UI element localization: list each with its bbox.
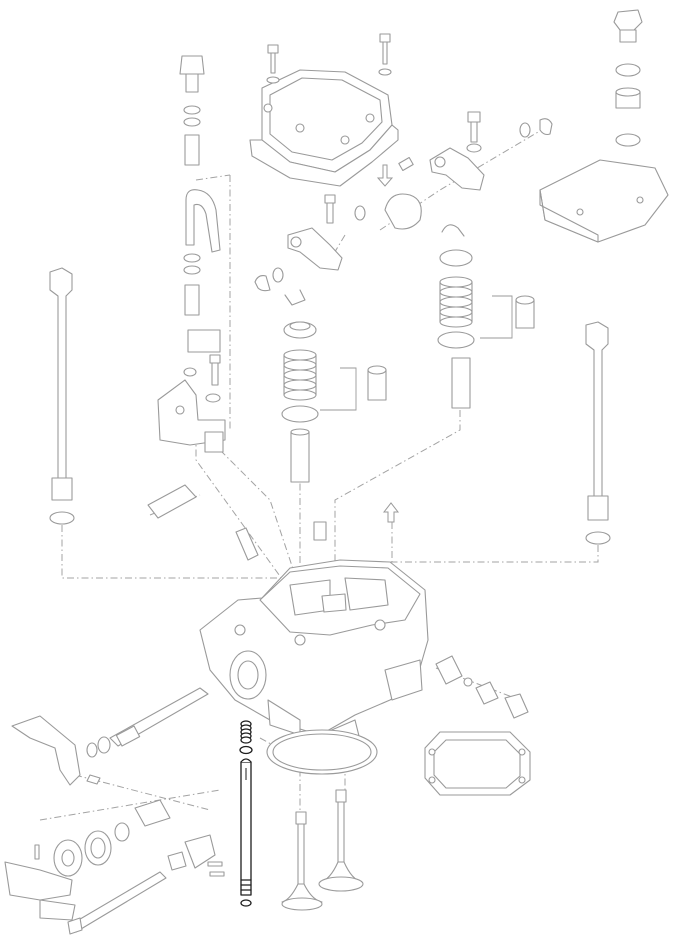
rocker-arm-right <box>354 111 553 230</box>
o-ring-gasket <box>266 729 378 775</box>
dowel-pins <box>235 521 327 561</box>
valve-cover-right <box>539 159 669 243</box>
valve-cover-left <box>249 69 399 187</box>
oil-pipe-bend <box>183 189 221 353</box>
valve-exhaust <box>318 789 364 892</box>
exhaust-port-gasket <box>424 731 531 796</box>
arrow-down-indicator <box>376 164 394 187</box>
cylinder-head <box>199 559 429 751</box>
valve-cover-bolt-right <box>378 33 392 76</box>
relief-plug-assembly <box>435 655 529 719</box>
valve-intake <box>281 811 323 911</box>
banjo-bolt-top <box>179 55 205 166</box>
highlighted-pushrod-assembly <box>239 720 253 907</box>
rocker-arm-center <box>254 194 343 306</box>
gear-assembly-lower <box>34 799 171 877</box>
small-bolt-stack <box>183 354 221 403</box>
actuator-lower <box>167 834 225 877</box>
tappet-insert <box>147 484 197 519</box>
valve-cover-bolt-left <box>266 44 280 84</box>
shift-fork-lower <box>4 861 76 921</box>
rocker-bracket <box>157 379 226 453</box>
valve-spring-center <box>281 321 387 483</box>
long-stud-right <box>585 321 611 545</box>
lever-arm-lower <box>11 715 101 786</box>
arrow-up-indicator <box>382 502 400 523</box>
pushrod-lower <box>67 871 167 935</box>
long-stud-left <box>49 267 75 525</box>
rocker-shaft-lower <box>86 687 209 758</box>
valve-spring-right <box>437 224 535 409</box>
oil-filler-cap <box>613 9 643 185</box>
